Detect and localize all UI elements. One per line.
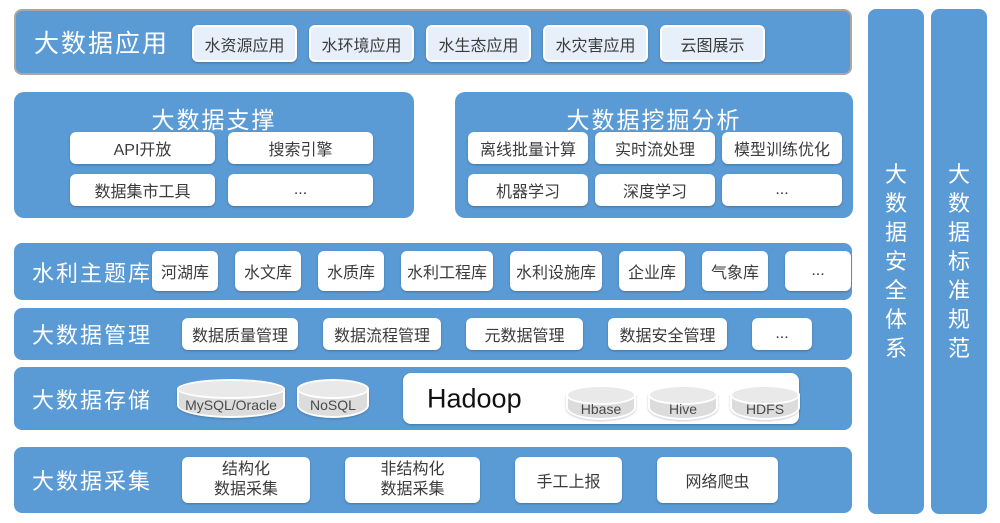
theme-db-item: 水利工程库 [401, 251, 493, 291]
mining-item: 深度学习 [595, 174, 715, 206]
mining-item: 机器学习 [468, 174, 588, 206]
support-item: ... [228, 174, 373, 206]
app-item: 水生态应用 [426, 25, 531, 62]
theme-db-items: 河湖库 水文库 水质库 水利工程库 水利设施库 企业库 气象库 ... [152, 251, 851, 291]
database-cylinder: NoSQL [297, 379, 369, 418]
sidebar-standards: 大数据标准规范 [931, 9, 987, 514]
layer-collection: 大数据采集 结构化 数据采集 非结构化 数据采集 手工上报 网络爬虫 [14, 447, 852, 513]
layer-collection-title: 大数据采集 [32, 469, 153, 494]
layer-support-title: 大数据支撑 [151, 107, 277, 133]
mining-item: ... [722, 174, 842, 206]
support-items: API开放 搜索引擎 数据集市工具 ... [70, 132, 373, 206]
management-items: 数据质量管理 数据流程管理 元数据管理 数据安全管理 ... [182, 318, 812, 350]
support-item: API开放 [70, 132, 215, 164]
applications-items: 水资源应用 水环境应用 水生态应用 水灾害应用 云图展示 [192, 25, 765, 62]
theme-db-item: 水质库 [318, 251, 384, 291]
hadoop-cylinder: Hive [648, 385, 718, 420]
app-item: 水环境应用 [309, 25, 414, 62]
mining-items: 离线批量计算 实时流处理 模型训练优化 机器学习 深度学习 ... [468, 132, 842, 206]
hadoop-cylinder-label: Hive [668, 401, 697, 417]
layer-mining-analysis: 大数据挖掘分析 离线批量计算 实时流处理 模型训练优化 机器学习 深度学习 ..… [455, 92, 853, 218]
layer-applications-title: 大数据应用 [34, 30, 170, 58]
app-item: 水灾害应用 [543, 25, 648, 62]
layer-theme-db: 水利主题库 河湖库 水文库 水质库 水利工程库 水利设施库 企业库 气象库 ..… [14, 243, 852, 300]
hadoop-components: Hbase Hive HDFS [566, 385, 800, 420]
hadoop-box: Hadoop Hbase Hive HDFS [403, 373, 800, 424]
collection-item: 结构化 数据采集 [182, 457, 310, 503]
management-item: 数据流程管理 [323, 318, 441, 350]
layer-mining-title: 大数据挖掘分析 [566, 107, 742, 133]
hadoop-cylinder: Hbase [566, 385, 636, 420]
collection-item: 非结构化 数据采集 [345, 457, 480, 503]
layer-management: 大数据管理 数据质量管理 数据流程管理 元数据管理 数据安全管理 ... [14, 308, 852, 360]
theme-db-item: 水文库 [235, 251, 301, 291]
mining-item: 实时流处理 [595, 132, 715, 164]
storage-databases: MySQL/Oracle NoSQL [177, 379, 369, 418]
sidebar-security-title: 大数据安全体系 [884, 162, 907, 361]
layer-support: 大数据支撑 API开放 搜索引擎 数据集市工具 ... [14, 92, 414, 218]
collection-items: 结构化 数据采集 非结构化 数据采集 手工上报 网络爬虫 [182, 457, 778, 503]
mining-item: 模型训练优化 [722, 132, 842, 164]
theme-db-item: ... [785, 251, 851, 291]
app-item: 水资源应用 [192, 25, 297, 62]
database-cylinder-label: NoSQL [310, 397, 356, 413]
hadoop-label: Hadoop [427, 383, 522, 413]
management-item: 元数据管理 [466, 318, 583, 350]
database-cylinder: MySQL/Oracle [177, 379, 285, 418]
sidebar-security-system: 大数据安全体系 [868, 9, 924, 514]
hadoop-cylinder-label: HDFS [745, 401, 785, 417]
app-item: 云图展示 [660, 25, 765, 62]
support-item: 搜索引擎 [228, 132, 373, 164]
hadoop-cylinder-label: Hbase [580, 401, 622, 417]
layer-storage-title: 大数据存储 [32, 387, 153, 413]
mining-item: 离线批量计算 [468, 132, 588, 164]
theme-db-item: 河湖库 [152, 251, 218, 291]
management-item: 数据安全管理 [608, 318, 727, 350]
theme-db-item: 水利设施库 [510, 251, 602, 291]
hadoop-cylinder: HDFS [730, 385, 800, 420]
theme-db-item: 企业库 [619, 251, 685, 291]
collection-item: 网络爬虫 [657, 457, 778, 503]
sidebar-standards-title: 大数据标准规范 [947, 162, 970, 361]
management-item: 数据质量管理 [182, 318, 298, 350]
layer-applications: 大数据应用 水资源应用 水环境应用 水生态应用 水灾害应用 云图展示 [14, 9, 852, 75]
management-item: ... [752, 318, 812, 350]
layer-theme-db-title: 水利主题库 [32, 260, 153, 286]
database-cylinder-label: MySQL/Oracle [185, 397, 277, 413]
theme-db-item: 气象库 [702, 251, 768, 291]
collection-item: 手工上报 [515, 457, 622, 503]
support-item: 数据集市工具 [70, 174, 215, 206]
layer-storage: 大数据存储 MySQL/Oracle NoSQL Hadoop Hbase Hi… [14, 367, 852, 430]
layer-management-title: 大数据管理 [32, 323, 153, 348]
